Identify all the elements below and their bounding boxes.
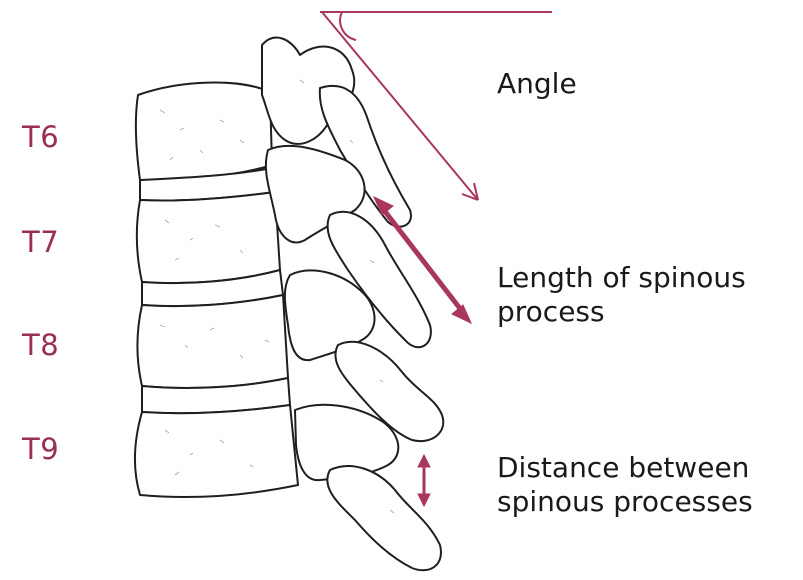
distance-arrowhead-bottom [418,494,430,506]
t9-vertebral-body [135,405,298,497]
length-arrowhead-bottom [452,305,471,323]
length-label-line2: process [497,296,605,328]
distance-label-line2: spinous processes [497,486,753,518]
vertebra-label-t7: T7 [22,225,59,259]
vertebra-label-t9: T9 [22,432,59,466]
distance-arrow [418,455,430,506]
angle-label: Angle [497,68,577,100]
t6-vertebral-body [136,83,272,180]
distance-label-line1: Distance between [497,452,749,484]
vertebra-label-t8: T8 [22,328,59,362]
length-label-line1: Length of spinous [497,262,746,294]
vertebra-label-t6: T6 [22,120,59,154]
distance-arrowhead-top [418,455,430,467]
t8-vertebral-body [138,295,289,388]
t7-vertebral-body [137,192,280,283]
